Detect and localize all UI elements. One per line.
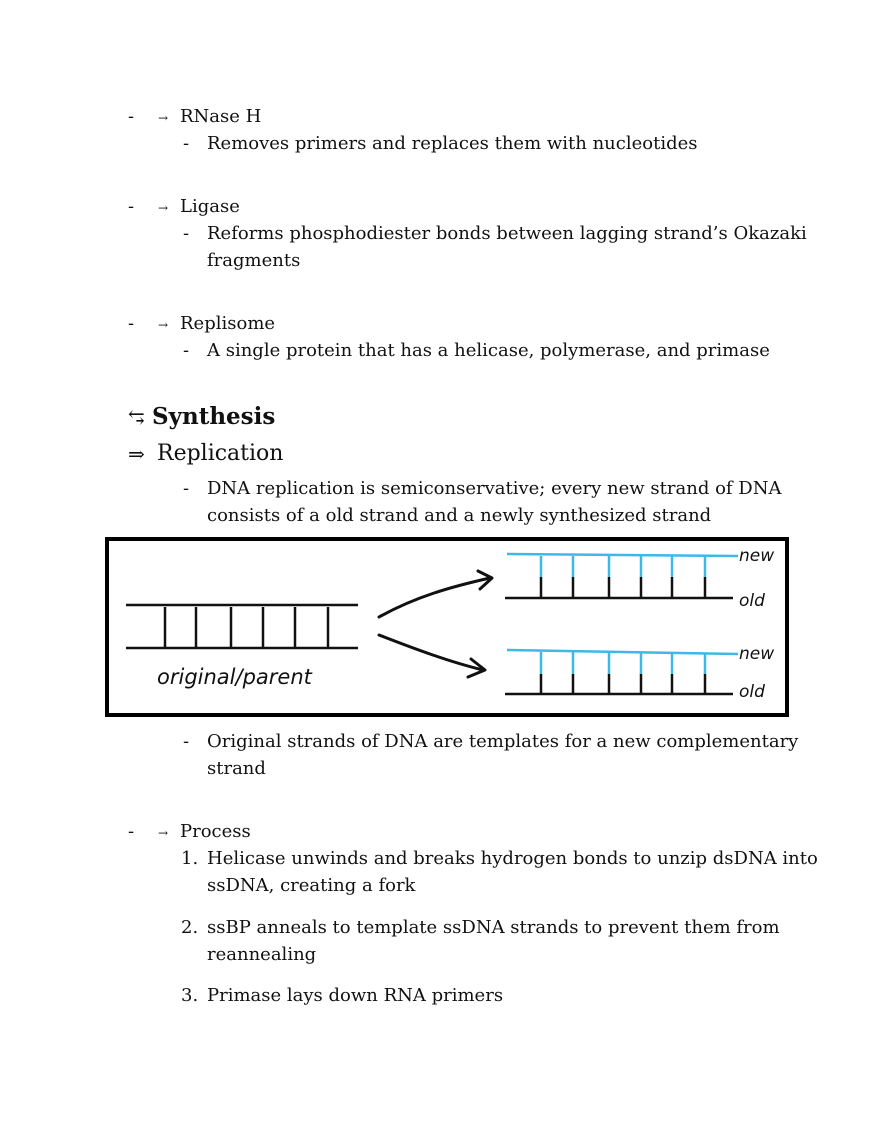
bullet-dash: - — [183, 731, 190, 752]
bullet-dash: - — [183, 340, 190, 361]
bullet-dash: - — [183, 478, 190, 499]
step-2-line1: ssBP anneals to template ssDNA strands t… — [207, 917, 780, 938]
replication-diagram: original/parent — [105, 537, 789, 717]
ligase-description-line1: Reforms phosphodiester bonds between lag… — [207, 223, 807, 244]
replisome-description: A single protein that has a helicase, po… — [207, 340, 770, 361]
parent-dna — [126, 603, 358, 650]
diagram-frame — [105, 537, 789, 717]
rnase-description: Removes primers and replaces them with n… — [207, 133, 698, 154]
step-1-line1: Helicase unwinds and breaks hydrogen bon… — [207, 848, 818, 869]
bullet-dash: - — [183, 223, 190, 244]
implies-arrow-icon: ⇒ — [128, 442, 145, 466]
bullet-dash: - — [128, 313, 135, 334]
new-strand — [506, 648, 739, 656]
original-parent-label: original/parent — [157, 665, 313, 689]
step-number: 2. — [181, 917, 199, 938]
process-title: Process — [180, 821, 251, 842]
replication-heading: Replication — [157, 441, 284, 466]
new-label: new — [739, 644, 774, 664]
upper-daughter-dna — [505, 552, 739, 600]
ligase-title: Ligase — [180, 196, 240, 217]
synthesis-heading: Synthesis — [152, 403, 276, 430]
replication-point1-line1: DNA replication is semiconservative; eve… — [207, 478, 782, 499]
arrow-icon: → — [158, 111, 169, 125]
replication-point1-line2: consists of a old strand and a newly syn… — [207, 505, 712, 526]
step-number: 1. — [181, 848, 199, 869]
replication-point2-line1: Original strands of DNA are templates fo… — [207, 731, 799, 752]
ligase-description-line2: fragments — [207, 250, 301, 271]
bullet-dash: - — [128, 821, 135, 842]
step-2-line2: reannealing — [207, 944, 317, 965]
swap-arrows-icon: ⥃ — [128, 405, 145, 429]
step-3-line1: Primase lays down RNA primers — [207, 985, 504, 1006]
bullet-dash: - — [128, 196, 135, 217]
arrow-icon: → — [158, 826, 169, 840]
old-label: old — [739, 682, 765, 702]
arrow-icon: → — [158, 201, 169, 215]
new-strand — [506, 552, 739, 558]
replisome-title: Replisome — [180, 313, 276, 334]
upper-arrow — [377, 576, 492, 619]
old-label: old — [739, 591, 765, 611]
rnase-title: RNase H — [180, 106, 262, 127]
lower-daughter-dna — [505, 648, 739, 696]
step-number: 3. — [181, 985, 199, 1006]
replication-point2-line2: strand — [207, 758, 266, 779]
lower-arrow — [377, 633, 485, 672]
arrow-icon: → — [158, 318, 169, 332]
lower-arrowhead — [466, 657, 487, 679]
upper-arrowhead — [476, 569, 494, 591]
step-1-line2: ssDNA, creating a fork — [207, 875, 416, 896]
bullet-dash: - — [128, 106, 135, 127]
bullet-dash: - — [183, 133, 190, 154]
new-label: new — [739, 546, 774, 566]
